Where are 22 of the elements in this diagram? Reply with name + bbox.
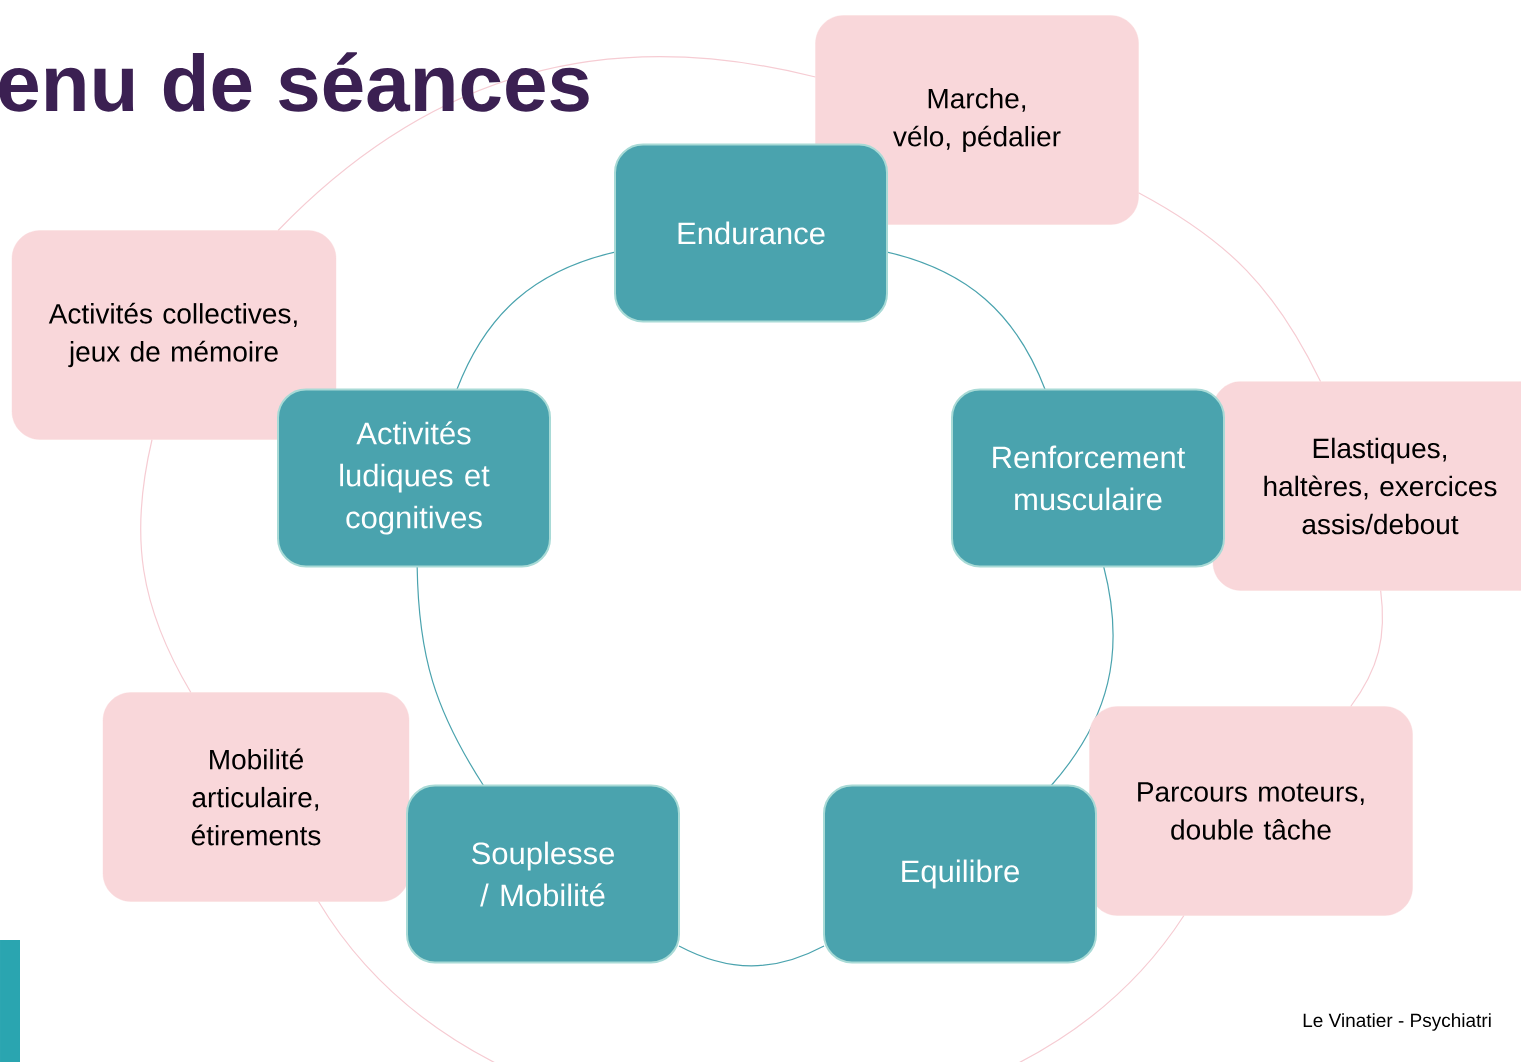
example-box: Elastiques, haltères, exercices assis/debout xyxy=(1212,381,1521,591)
connector-arc xyxy=(277,56,817,232)
footer-text: Le Vinatier - Psychiatri xyxy=(1303,1013,1491,1031)
connector-arc xyxy=(416,565,485,787)
connector-arc xyxy=(456,251,616,391)
connector-arc xyxy=(886,251,1046,391)
category-box: Renforcement musculaire xyxy=(951,388,1225,568)
example-box: Marche, vélo, pédalier xyxy=(815,15,1139,225)
connector-arc xyxy=(140,438,192,694)
category-box: Souplesse / Mobilité xyxy=(406,784,680,964)
category-box: Activités ludiques et cognitives xyxy=(277,388,551,568)
connector-arc xyxy=(1350,589,1384,708)
example-box: Mobilité articulaire, étirements xyxy=(102,692,410,902)
connector-arc xyxy=(317,900,1185,1062)
title: enu de séances xyxy=(0,52,589,112)
example-box: Parcours moteurs, double tâche xyxy=(1089,706,1413,916)
connector-arc xyxy=(1050,565,1114,787)
category-box: Equilibre xyxy=(823,784,1097,964)
connector-arc xyxy=(678,945,825,967)
example-box: Activités collectives, jeux de mémoire xyxy=(11,230,337,440)
connector-arc xyxy=(1137,192,1322,383)
category-box: Endurance xyxy=(614,143,888,323)
